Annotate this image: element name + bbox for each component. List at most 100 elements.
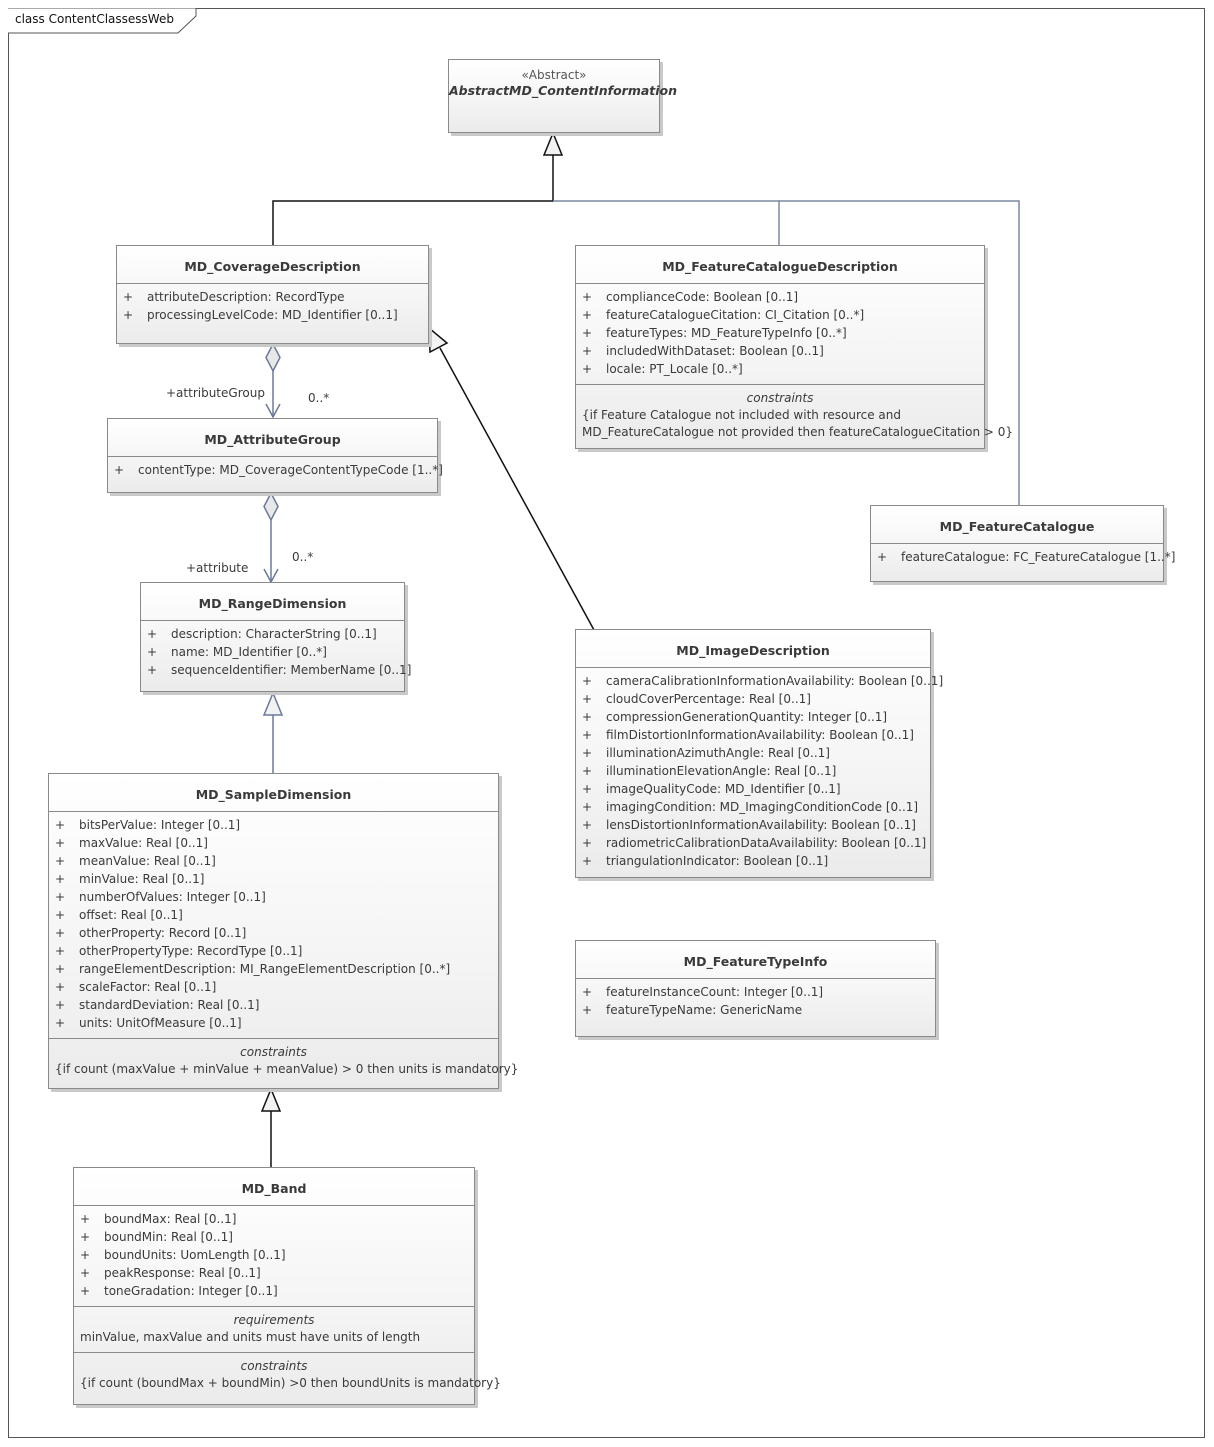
attribute-row: +numberOfValues: Integer [0..1]	[55, 890, 266, 904]
class-feature-type-info[interactable]: MD_FeatureTypeInfo +featureInstanceCount…	[575, 940, 936, 1037]
attribute-row: +featureCatalogue: FC_FeatureCatalogue […	[877, 550, 1176, 564]
attribute-row: +lensDistortionInformationAvailability: …	[582, 818, 916, 832]
attribute-row: +imageQualityCode: MD_Identifier [0..1]	[582, 782, 841, 796]
frame-tab-shape	[8, 8, 197, 34]
agg-arrowhead-attrgroup	[265, 403, 281, 419]
constraints-title: constraints	[746, 391, 814, 405]
gen-line-coverage	[272, 155, 554, 246]
attribute-row: +illuminationAzimuthAngle: Real [0..1]	[582, 746, 830, 760]
attribute-compartment: +cameraCalibrationInformationAvailabilit…	[576, 667, 943, 876]
attribute-row: +sequenceIdentifier: MemberName [0..1]	[147, 663, 412, 677]
attribute-compartment: +boundMax: Real [0..1] +boundMin: Real […	[74, 1205, 474, 1306]
gen-line-featcat	[779, 200, 1020, 505]
attribute-row: +bitsPerValue: Integer [0..1]	[55, 818, 241, 832]
attribute-compartment: +complianceCode: Boolean [0..1] +feature…	[576, 283, 984, 384]
constraint-text: {if Feature Catalogue not included with …	[582, 408, 901, 422]
stereotype-label: «Abstract»	[521, 68, 587, 82]
attribute-row: +imagingCondition: MD_ImagingConditionCo…	[582, 800, 919, 814]
class-name: MD_Band	[241, 1181, 307, 1196]
class-name: MD_CoverageDescription	[184, 259, 361, 274]
multiplicity-attribute-group: 0..*	[308, 391, 330, 405]
attribute-row: +boundUnits: UomLength [0..1]	[80, 1248, 286, 1262]
attribute-row: +featureTypeName: GenericName	[582, 1003, 803, 1017]
gen-line-featcatdesc	[553, 200, 780, 246]
attribute-row: +attributeDescription: RecordType	[123, 290, 345, 304]
requirement-text: minValue, maxValue and units must have u…	[80, 1330, 421, 1344]
attribute-row: +complianceCode: Boolean [0..1]	[582, 290, 799, 304]
attribute-row: +processingLevelCode: MD_Identifier [0..…	[123, 308, 398, 322]
attribute-row: +rangeElementDescription: MI_RangeElemen…	[55, 962, 451, 976]
attribute-row: +radiometricCalibrationDataAvailability:…	[582, 836, 927, 850]
attribute-compartment: +bitsPerValue: Integer [0..1] +maxValue:…	[49, 811, 498, 1038]
constraints-title: constraints	[240, 1359, 308, 1373]
attribute-row: +scaleFactor: Real [0..1]	[55, 980, 217, 994]
class-range-dimension[interactable]: MD_RangeDimension +description: Characte…	[140, 582, 412, 692]
attribute-row: +filmDistortionInformationAvailability: …	[582, 728, 914, 742]
gen-arrow-coverage	[428, 326, 449, 354]
attribute-row: +includedWithDataset: Boolean [0..1]	[582, 344, 824, 358]
agg-diamond-attrgroup	[263, 491, 279, 522]
class-feature-catalogue[interactable]: MD_FeatureCatalogue +featureCatalogue: F…	[870, 505, 1176, 582]
constraint-text: {if count (boundMax + boundMin) >0 then …	[80, 1376, 501, 1390]
constraint-text: MD_FeatureCatalogue not provided then fe…	[582, 425, 1014, 439]
constraints-title: constraints	[240, 1045, 307, 1059]
constraints-compartment: constraints {if count (maxValue + minVal…	[49, 1038, 519, 1084]
attribute-row: +locale: PT_Locale [0..*]	[582, 362, 743, 376]
attribute-row: +offset: Real [0..1]	[55, 908, 183, 922]
class-header: «Abstract» AbstractMD_ContentInformation	[449, 60, 677, 98]
attribute-row: +standardDeviation: Real [0..1]	[55, 998, 260, 1012]
attribute-row: +boundMin: Real [0..1]	[80, 1230, 233, 1244]
class-name: MD_AttributeGroup	[204, 432, 341, 447]
role-attribute-group: +attributeGroup	[166, 386, 265, 400]
class-abstract-content-information[interactable]: «Abstract» AbstractMD_ContentInformation	[448, 59, 677, 133]
attribute-row: +meanValue: Real [0..1]	[55, 854, 216, 868]
attribute-compartment: +attributeDescription: RecordType +proce…	[117, 283, 428, 330]
class-coverage-description[interactable]: MD_CoverageDescription +attributeDescrip…	[116, 245, 429, 344]
agg-diamond-coverage	[265, 342, 281, 373]
class-attribute-group[interactable]: MD_AttributeGroup +contentType: MD_Cover…	[107, 418, 443, 493]
multiplicity-attribute: 0..*	[292, 550, 314, 564]
attribute-row: +featureCatalogueCitation: CI_Citation […	[582, 308, 865, 322]
class-name: MD_FeatureCatalogue	[939, 519, 1095, 534]
attribute-row: +maxValue: Real [0..1]	[55, 836, 208, 850]
class-name: MD_FeatureCatalogueDescription	[662, 259, 898, 274]
attribute-row: +featureTypes: MD_FeatureTypeInfo [0..*]	[582, 326, 847, 340]
requirements-compartment: requirements minValue, maxValue and unit…	[74, 1306, 474, 1352]
attribute-compartment: +description: CharacterString [0..1] +na…	[141, 620, 412, 685]
attribute-row: +cloudCoverPercentage: Real [0..1]	[582, 692, 811, 706]
class-image-description[interactable]: MD_ImageDescription +cameraCalibrationIn…	[575, 629, 943, 878]
class-band[interactable]: MD_Band +boundMax: Real [0..1] +boundMin…	[73, 1167, 501, 1405]
attribute-row: +minValue: Real [0..1]	[55, 872, 205, 886]
attribute-row: +featureInstanceCount: Integer [0..1]	[582, 985, 824, 999]
requirements-title: requirements	[233, 1313, 315, 1327]
role-attribute: +attribute	[186, 561, 249, 575]
constraints-compartment: constraints {if Feature Catalogue not in…	[576, 384, 1014, 447]
gen-arrow-range	[262, 691, 284, 716]
diagram-frame	[8, 8, 1205, 1438]
attribute-row: +otherProperty: Record [0..1]	[55, 926, 247, 940]
gen-line-image	[439, 347, 595, 631]
constraints-compartment: constraints {if count (boundMax + boundM…	[74, 1352, 501, 1398]
class-name: MD_RangeDimension	[198, 596, 347, 611]
attribute-row: +boundMax: Real [0..1]	[80, 1212, 237, 1226]
class-feature-catalogue-description[interactable]: MD_FeatureCatalogueDescription +complian…	[575, 245, 1014, 449]
attribute-compartment: +featureCatalogue: FC_FeatureCatalogue […	[871, 543, 1176, 572]
attribute-row: +toneGradation: Integer [0..1]	[80, 1284, 278, 1298]
attribute-row: +illuminationElevationAngle: Real [0..1]	[582, 764, 837, 778]
class-name: MD_ImageDescription	[676, 643, 830, 658]
attribute-compartment: +contentType: MD_CoverageContentTypeCode…	[108, 456, 443, 485]
class-name: MD_SampleDimension	[195, 787, 352, 802]
attribute-row: +name: MD_Identifier [0..*]	[147, 645, 327, 659]
attribute-row: +triangulationIndicator: Boolean [0..1]	[582, 854, 829, 868]
attribute-row: +units: UnitOfMeasure [0..1]	[55, 1016, 242, 1030]
gen-arrow-sample	[260, 1087, 282, 1112]
attribute-compartment: +featureInstanceCount: Integer [0..1] +f…	[576, 978, 935, 1025]
frame-label: class ContentClassessWeb	[15, 12, 174, 26]
attribute-row: +contentType: MD_CoverageContentTypeCode…	[114, 463, 443, 477]
class-sample-dimension[interactable]: MD_SampleDimension +bitsPerValue: Intege…	[48, 773, 519, 1089]
class-name: MD_FeatureTypeInfo	[683, 954, 828, 969]
attribute-row: +peakResponse: Real [0..1]	[80, 1266, 261, 1280]
constraint-text: {if count (maxValue + minValue + meanVal…	[55, 1062, 519, 1076]
attribute-row: +description: CharacterString [0..1]	[147, 627, 377, 641]
